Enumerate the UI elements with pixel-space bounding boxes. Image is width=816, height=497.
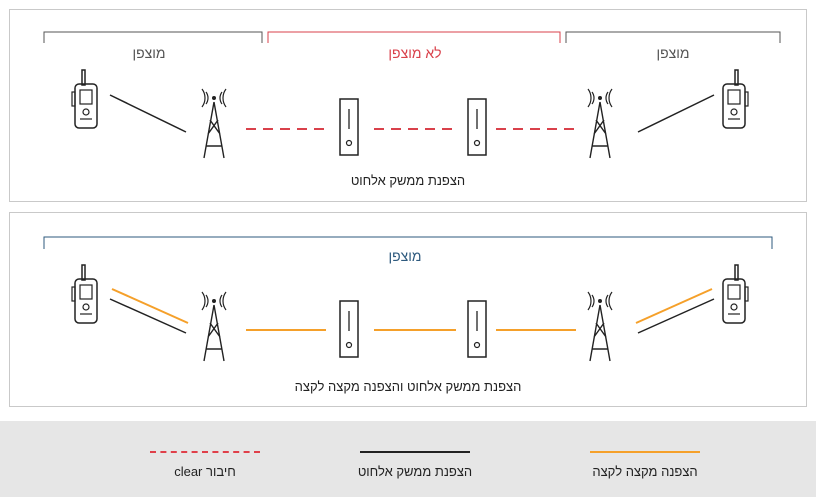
segment-label-encrypted-left: מוצפן (132, 45, 166, 61)
air-link-right (637, 94, 715, 133)
tower-right-icon (587, 88, 613, 159)
segment-label-not-encrypted: לא מוצפן (388, 45, 442, 61)
bracket-encrypted-right (565, 31, 781, 43)
air-link-right (637, 298, 715, 334)
tower-right-icon (587, 291, 613, 362)
radio-right-icon (722, 264, 749, 324)
legend-item-clear: חיבור clear (100, 421, 300, 497)
radio-left-icon (71, 264, 98, 324)
diagram-panel-air-interface: מוצפן לא מוצפן מוצפן הצפנת ממשק אלחוט (9, 9, 807, 202)
air-link-left (109, 94, 187, 133)
server-left-icon (339, 300, 359, 358)
bracket-encrypted-left (43, 31, 263, 43)
server-right-icon (467, 300, 487, 358)
legend-swatch-clear (150, 451, 260, 453)
segment-label-encrypted: מוצפן (388, 248, 422, 264)
diagram-panel-e2e: מוצפן הצפנת ממשק אלחוט והצפנה מקצה לקצה (9, 212, 807, 407)
radio-left-icon (71, 69, 98, 129)
legend-item-e2e: הצפנה מקצה לקצה (540, 421, 740, 497)
server-left-icon (339, 98, 359, 156)
server-right-icon (467, 98, 487, 156)
e2e-link-left (111, 288, 189, 324)
legend-item-air-interface: הצפנת ממשק אלחוט (310, 421, 510, 497)
radio-right-icon (722, 69, 749, 129)
caption-e2e: הצפנת ממשק אלחוט והצפנה מקצה לקצה (294, 379, 522, 394)
legend-label-clear: חיבור clear (174, 464, 236, 479)
e2e-link-right (635, 288, 713, 324)
segment-label-encrypted-right: מוצפן (656, 45, 690, 61)
air-link-left (109, 298, 187, 334)
legend-label-e2e: הצפנה מקצה לקצה (592, 464, 698, 479)
tower-left-icon (201, 88, 227, 159)
bracket-encrypted (43, 236, 773, 249)
diagram-air-interface (43, 31, 781, 159)
legend-swatch-e2e (590, 451, 700, 453)
caption-air-interface: הצפנת ממשק אלחוט (350, 173, 466, 188)
legend: הצפנה מקצה לקצה הצפנת ממשק אלחוט חיבור c… (0, 421, 816, 497)
legend-label-air-interface: הצפנת ממשק אלחוט (357, 464, 473, 479)
bracket-not-encrypted (267, 31, 561, 43)
legend-swatch-air-interface (360, 451, 470, 453)
diagram-e2e (43, 236, 773, 362)
tower-left-icon (201, 291, 227, 362)
